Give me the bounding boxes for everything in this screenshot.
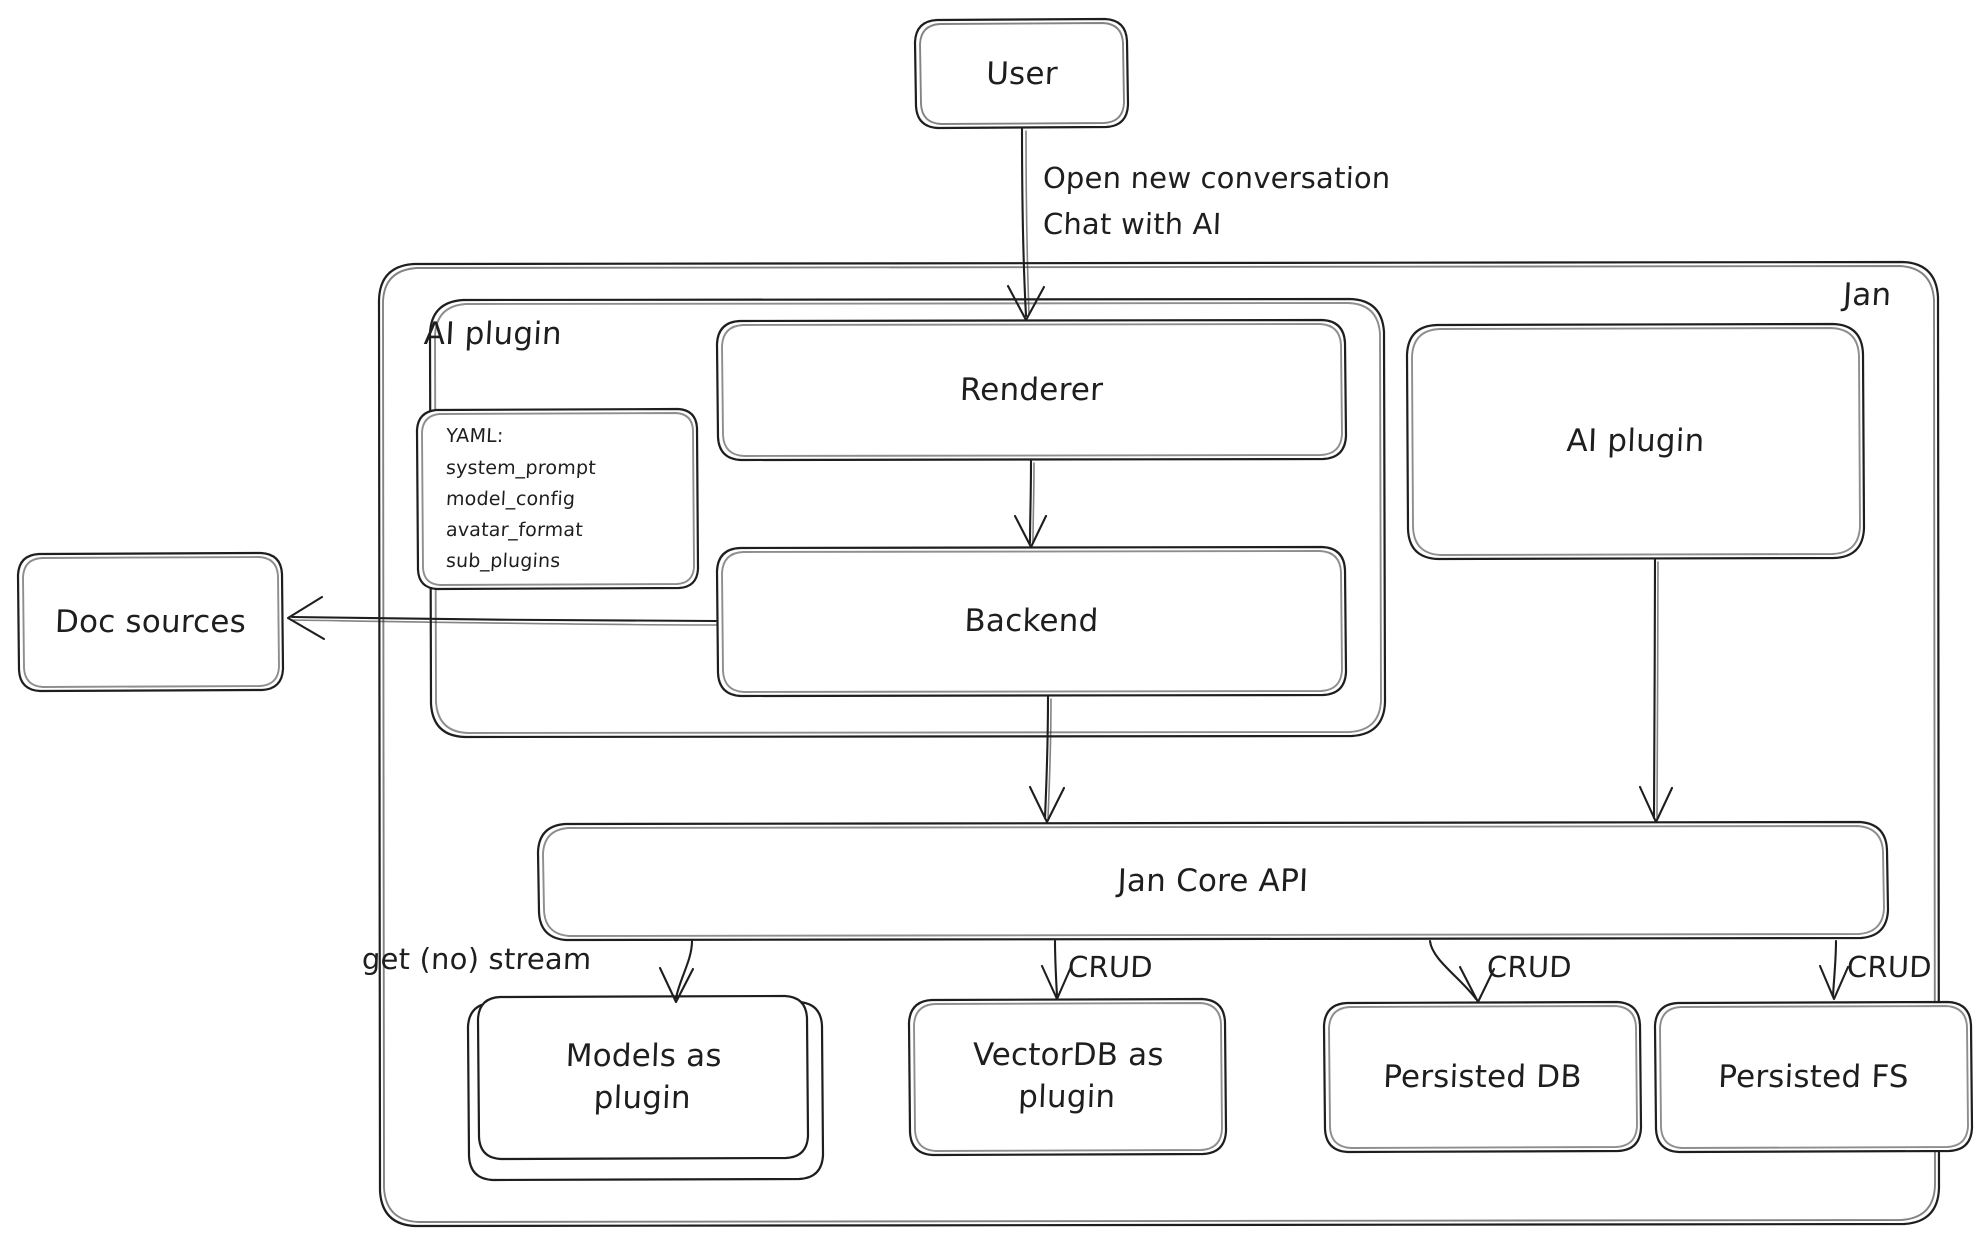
vectordb-as-plugin-box-label[interactable]: VectorDB as plugin (972, 1037, 1165, 1115)
edge-label-crud-persisted-fs: CRUD (1846, 950, 1933, 984)
jan-core-api-box-shape (536, 820, 1890, 942)
edge-backend-to-doc-sources (286, 595, 718, 641)
yaml-card-key-sub-plugins: sub_plugins (445, 550, 561, 572)
edge-label-open-new-conversation: Open new conversation (1042, 161, 1392, 195)
edge-user-to-renderer (1006, 127, 1046, 322)
edge-renderer-to-backend (1013, 459, 1048, 549)
persisted-db-box-label[interactable]: Persisted DB (1382, 1058, 1583, 1095)
models-as-plugin-box-label[interactable]: Models as plugin (565, 1037, 723, 1116)
yaml-card-key-model-config: model_config (445, 488, 576, 510)
backend-box-label[interactable]: Backend (963, 603, 1100, 640)
persisted-fs-box-shape (1653, 1000, 1974, 1154)
renderer-box-label[interactable]: Renderer (959, 371, 1104, 408)
doc-sources-box-shape (16, 551, 285, 693)
yaml-card-key-system-prompt: system_prompt (445, 457, 597, 479)
persisted-fs-box-label[interactable]: Persisted FS (1717, 1058, 1910, 1095)
edge-label-crud-persisted-db: CRUD (1486, 950, 1573, 984)
ai-plugin-box-label[interactable]: AI plugin (1565, 423, 1706, 460)
persisted-db-box-shape (1322, 1000, 1643, 1154)
user-box-shape (913, 17, 1130, 130)
renderer-box-shape (715, 318, 1348, 462)
backend-box-shape (715, 545, 1348, 698)
edge-jan-core-api-to-models (658, 939, 695, 1004)
ai-plugin-group-label: AI plugin (423, 316, 563, 352)
edge-ai-plugin-to-jan-core-api (1638, 558, 1674, 824)
edge-jan-core-api-to-persisted-fs (1818, 939, 1850, 1001)
edge-jan-core-api-to-persisted-db (1428, 939, 1496, 1004)
edge-label-chat-with-ai: Chat with AI (1042, 207, 1223, 241)
yaml-card-header: YAML: (445, 425, 505, 447)
doc-sources-box-label[interactable]: Doc sources (54, 603, 247, 640)
ai-plugin-box-shape (1405, 322, 1866, 561)
yaml-card-shape (415, 407, 700, 591)
yaml-card-key-avatar-format: avatar_format (445, 519, 584, 541)
edge-jan-core-api-to-vectordb (1040, 939, 1073, 1001)
models-as-plugin-box-shape (466, 994, 825, 1182)
edge-backend-to-jan-core-api (1028, 695, 1066, 824)
user-box-label[interactable]: User (985, 55, 1059, 92)
jan-container-label: Jan (1842, 277, 1893, 313)
edge-label-get-no-stream: get (no) stream (361, 942, 593, 976)
vectordb-as-plugin-box-shape (907, 997, 1228, 1157)
jan-core-api-box-label[interactable]: Jan Core API (1117, 862, 1309, 899)
edge-label-crud-vectordb: CRUD (1067, 950, 1154, 984)
